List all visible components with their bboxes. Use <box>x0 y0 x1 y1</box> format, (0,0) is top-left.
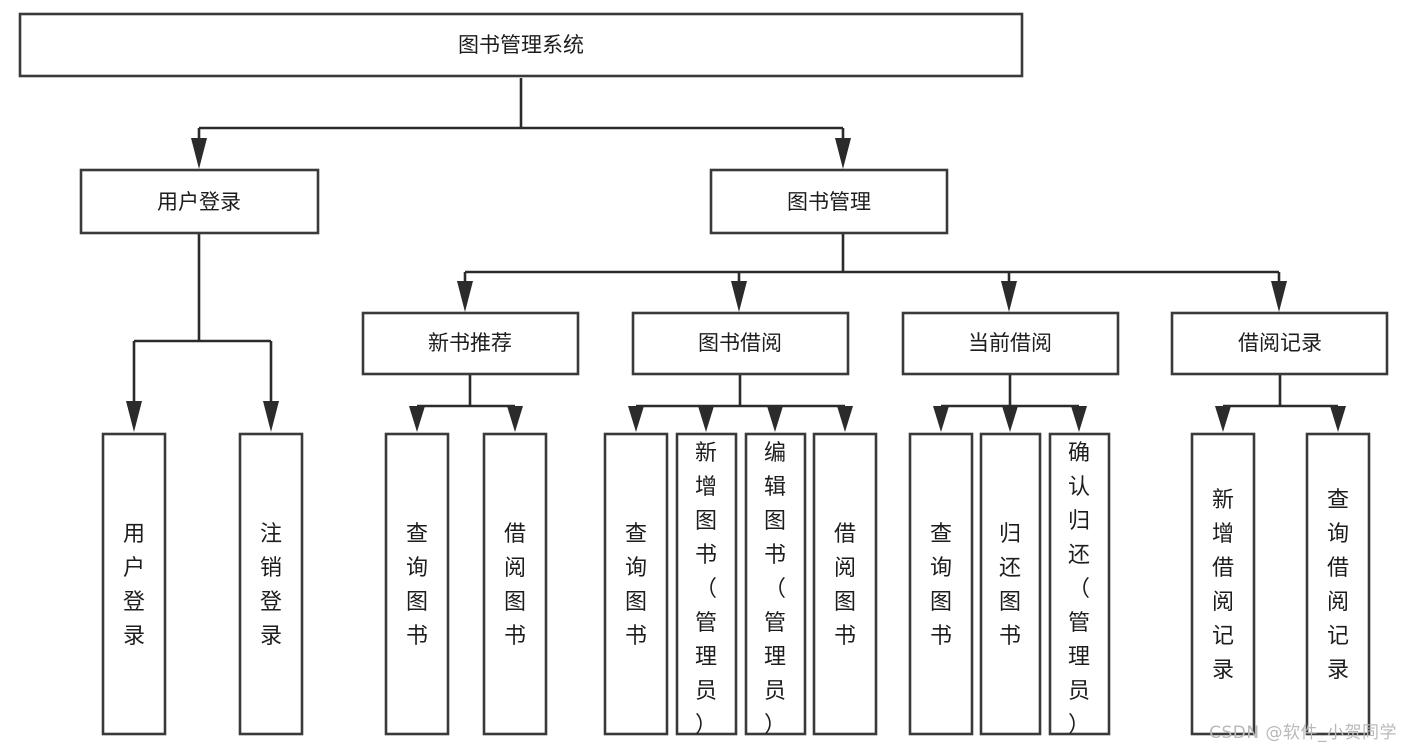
node-leaf-2[interactable]: 注销登录 <box>238 432 304 736</box>
node-book-borrow-label: 图书借阅 <box>698 331 782 355</box>
arrowhead-leaf-12 <box>1215 406 1231 432</box>
node-leaf-6-label: 新增图书（管理员） <box>695 441 717 738</box>
node-leaf-4[interactable]: 借阅图书 <box>482 432 548 736</box>
arrowhead-leaf-9 <box>933 406 949 432</box>
node-root-box[interactable] <box>18 12 1024 78</box>
arrowhead-userlogin <box>191 138 207 169</box>
node-leaf-1-label: 用户登录 <box>123 522 145 649</box>
arrowhead-leaf-10 <box>1002 406 1018 432</box>
arrowhead-leaf-11 <box>1071 406 1087 432</box>
node-book-borrow-box[interactable] <box>631 311 850 376</box>
arrowhead-borrowrecord <box>1271 281 1287 312</box>
node-current-borrow-box[interactable] <box>901 311 1120 376</box>
node-leaf-11-box[interactable] <box>1048 432 1111 736</box>
node-user-login-label: 用户登录 <box>157 190 241 214</box>
node-leaf-13[interactable]: 查询借阅记录 <box>1305 432 1371 736</box>
node-root-label: 图书管理系统 <box>458 33 584 57</box>
node-leaf-1[interactable]: 用户登录 <box>101 432 167 736</box>
node-leaf-7[interactable]: 编辑图书（管理员） <box>744 432 807 738</box>
node-book-mgmt-label: 图书管理 <box>787 190 871 214</box>
node-borrow-record-box[interactable] <box>1170 311 1389 376</box>
node-leaf-13-box[interactable] <box>1305 432 1371 736</box>
node-leaf-9-label: 查询图书 <box>930 522 952 649</box>
node-leaf-11-label: 确认归还（管理员） <box>1068 441 1090 738</box>
node-leaf-8-box[interactable] <box>812 432 878 736</box>
arrowhead-leaf-13 <box>1330 406 1346 432</box>
node-borrow-record[interactable]: 借阅记录 <box>1170 311 1389 376</box>
node-user-login[interactable]: 用户登录 <box>79 168 320 235</box>
node-current-borrow-label: 当前借阅 <box>968 331 1052 355</box>
arrowhead-currentborrow <box>1001 281 1017 312</box>
arrowhead-leaf-3 <box>409 406 425 432</box>
csdn-watermark: CSDN @软件_小贺同学 <box>1209 723 1397 743</box>
arrowhead-bookborrow <box>731 281 747 312</box>
node-leaf-5-label: 查询图书 <box>625 522 647 649</box>
node-leaf-2-label: 注销登录 <box>260 522 282 649</box>
connector-group-currentborrow <box>933 374 1087 432</box>
node-leaf-8[interactable]: 借阅图书 <box>812 432 878 736</box>
node-user-login-box[interactable] <box>79 168 320 235</box>
connector-group-userlogin <box>126 233 279 432</box>
node-leaf-11[interactable]: 确认归还（管理员） <box>1048 432 1111 738</box>
connector-group-borrowrecord <box>1215 374 1346 432</box>
node-leaf-6-box[interactable] <box>675 432 738 736</box>
node-leaf-2-box[interactable] <box>238 432 304 736</box>
arrowhead-leaf-8 <box>837 406 853 432</box>
node-leaf-6[interactable]: 新增图书（管理员） <box>675 432 738 738</box>
node-leaf-1-box[interactable] <box>101 432 167 736</box>
arrowhead-leaf-5 <box>628 406 644 432</box>
connector-group-newbookrec <box>409 374 523 432</box>
arrowhead-leaf-2 <box>263 401 279 432</box>
node-leaf-12-box[interactable] <box>1190 432 1256 736</box>
arrowhead-leaf-6 <box>698 406 714 432</box>
node-leaf-13-label: 查询借阅记录 <box>1327 488 1349 683</box>
node-current-borrow[interactable]: 当前借阅 <box>901 311 1120 376</box>
node-leaf-3[interactable]: 查询图书 <box>384 432 450 736</box>
connector-group-bookmgmt <box>457 233 1287 312</box>
arrowhead-leaf-4 <box>507 406 523 432</box>
arrowhead-bookmgmt <box>835 138 851 169</box>
node-leaf-9-box[interactable] <box>908 432 974 736</box>
node-new-book-rec[interactable]: 新书推荐 <box>361 311 580 376</box>
node-leaf-4-box[interactable] <box>482 432 548 736</box>
node-leaf-3-label: 查询图书 <box>406 522 428 649</box>
node-new-book-rec-box[interactable] <box>361 311 580 376</box>
node-leaf-7-label: 编辑图书（管理员） <box>764 441 786 738</box>
node-leaf-9[interactable]: 查询图书 <box>908 432 974 736</box>
arrowhead-newbookrec <box>457 281 473 312</box>
arrowhead-leaf-1 <box>126 401 142 432</box>
connector-group-root <box>191 78 851 169</box>
node-leaf-10-label: 归还图书 <box>999 522 1021 649</box>
node-leaf-10[interactable]: 归还图书 <box>979 432 1042 736</box>
node-leaf-5-box[interactable] <box>603 432 669 736</box>
arrowhead-leaf-7 <box>767 406 783 432</box>
node-borrow-record-label: 借阅记录 <box>1238 331 1322 355</box>
node-leaf-7-box[interactable] <box>744 432 807 736</box>
node-leaf-3-box[interactable] <box>384 432 450 736</box>
node-leaf-8-label: 借阅图书 <box>834 522 856 649</box>
node-book-mgmt[interactable]: 图书管理 <box>709 168 949 235</box>
node-leaf-12-label: 新增借阅记录 <box>1212 488 1234 683</box>
node-new-book-rec-label: 新书推荐 <box>428 331 512 355</box>
connector-group-bookborrow <box>628 374 853 432</box>
node-leaf-10-box[interactable] <box>979 432 1042 736</box>
node-book-borrow[interactable]: 图书借阅 <box>631 311 850 376</box>
node-book-mgmt-box[interactable] <box>709 168 949 235</box>
node-leaf-4-label: 借阅图书 <box>504 522 526 649</box>
node-leaf-12[interactable]: 新增借阅记录 <box>1190 432 1256 736</box>
node-leaf-5[interactable]: 查询图书 <box>603 432 669 736</box>
node-root[interactable]: 图书管理系统 <box>18 12 1024 78</box>
